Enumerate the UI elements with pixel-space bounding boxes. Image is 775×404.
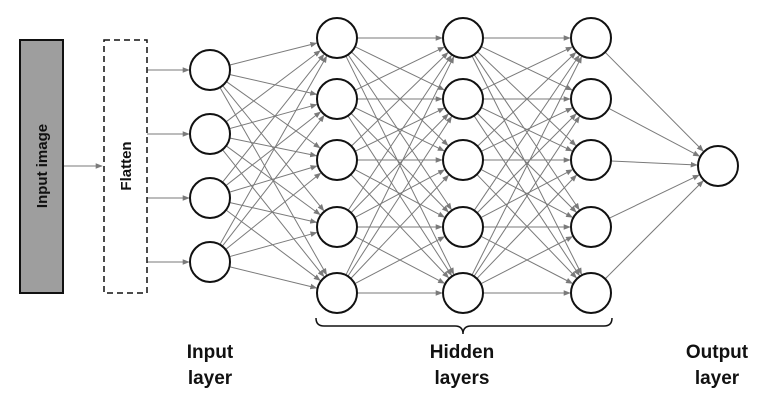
hidden-layers-brace bbox=[315, 317, 613, 335]
connections bbox=[63, 35, 704, 296]
edge-connection bbox=[476, 174, 577, 279]
edge-connection bbox=[222, 149, 325, 278]
hidden-node-l2 bbox=[442, 139, 484, 181]
edge-connection bbox=[350, 174, 450, 279]
edge-connection bbox=[222, 53, 325, 183]
edge-connection bbox=[480, 236, 573, 285]
hidden-layers-label-line2: layers bbox=[435, 368, 490, 389]
edge-connection bbox=[229, 165, 318, 193]
hidden-node-l1 bbox=[316, 139, 358, 181]
edge-connection bbox=[354, 107, 445, 152]
hidden-node-l3 bbox=[570, 272, 612, 314]
edge-connection bbox=[610, 160, 698, 168]
hidden-node-l3 bbox=[570, 78, 612, 120]
edge-connection bbox=[608, 107, 701, 157]
edge-connection bbox=[225, 111, 321, 187]
hidden-node-l2 bbox=[442, 272, 484, 314]
edge-connection bbox=[354, 46, 445, 91]
edge-connection bbox=[229, 231, 318, 258]
edge-connection bbox=[476, 113, 577, 214]
input-image-box: Input image bbox=[19, 39, 64, 294]
edge-connection bbox=[608, 174, 700, 219]
edge-connection bbox=[604, 180, 704, 280]
edge-connection bbox=[345, 56, 455, 276]
edge-connection bbox=[604, 51, 704, 152]
hidden-node-l1 bbox=[316, 206, 358, 248]
input-image-label: Input image bbox=[34, 124, 51, 208]
hidden-node-l1 bbox=[316, 272, 358, 314]
edge-connection bbox=[480, 169, 574, 219]
output-node bbox=[697, 145, 739, 187]
hidden-node-l2 bbox=[442, 17, 484, 59]
edge-connection bbox=[471, 56, 583, 276]
edge-connection bbox=[480, 46, 573, 91]
hidden-node-l1 bbox=[316, 78, 358, 120]
edge-connection bbox=[354, 236, 446, 285]
flatten-label: Flatten bbox=[118, 141, 135, 190]
edge-connection bbox=[219, 55, 328, 245]
edge-connection bbox=[350, 113, 449, 214]
hidden-node-l1 bbox=[316, 17, 358, 59]
hidden-node-l3 bbox=[570, 17, 612, 59]
input-node bbox=[189, 49, 231, 91]
flatten-box: Flatten bbox=[103, 39, 148, 294]
edge-connection bbox=[229, 103, 318, 130]
output-layer-label: Output layer bbox=[686, 342, 749, 389]
input-layer-label-line1: Input bbox=[187, 342, 234, 363]
edge-connection bbox=[480, 107, 573, 152]
input-layer-label-line2: layer bbox=[188, 368, 233, 389]
edge-connection bbox=[351, 52, 449, 147]
input-node bbox=[189, 241, 231, 283]
edge-connection bbox=[473, 115, 580, 277]
edge-connection bbox=[225, 50, 321, 123]
edge-connection bbox=[347, 54, 452, 211]
hidden-node-l3 bbox=[570, 139, 612, 181]
input-layer-label: Input layer bbox=[187, 342, 234, 389]
hidden-layers-label-line1: Hidden bbox=[430, 342, 494, 363]
output-layer-label-line1: Output bbox=[686, 342, 749, 363]
edge-connection bbox=[225, 172, 322, 250]
hidden-node-l2 bbox=[442, 78, 484, 120]
edge-connection bbox=[477, 52, 577, 147]
edge-connection bbox=[473, 54, 580, 211]
hidden-node-l2 bbox=[442, 206, 484, 248]
edge-connection bbox=[221, 115, 325, 247]
edge-connection bbox=[229, 73, 318, 96]
neurons bbox=[189, 17, 739, 314]
input-node bbox=[189, 177, 231, 219]
input-node bbox=[189, 113, 231, 155]
output-layer-label-line2: layer bbox=[695, 368, 740, 389]
edge-connection bbox=[229, 41, 318, 66]
edge-connection bbox=[226, 81, 321, 149]
hidden-node-l3 bbox=[570, 206, 612, 248]
edge-connection bbox=[229, 266, 318, 290]
edge-connection bbox=[347, 116, 452, 277]
hidden-layers-label: Hidden layers bbox=[430, 342, 494, 389]
edge-connection bbox=[229, 201, 318, 224]
edge-connection bbox=[229, 137, 318, 158]
edge-connection bbox=[354, 169, 446, 219]
